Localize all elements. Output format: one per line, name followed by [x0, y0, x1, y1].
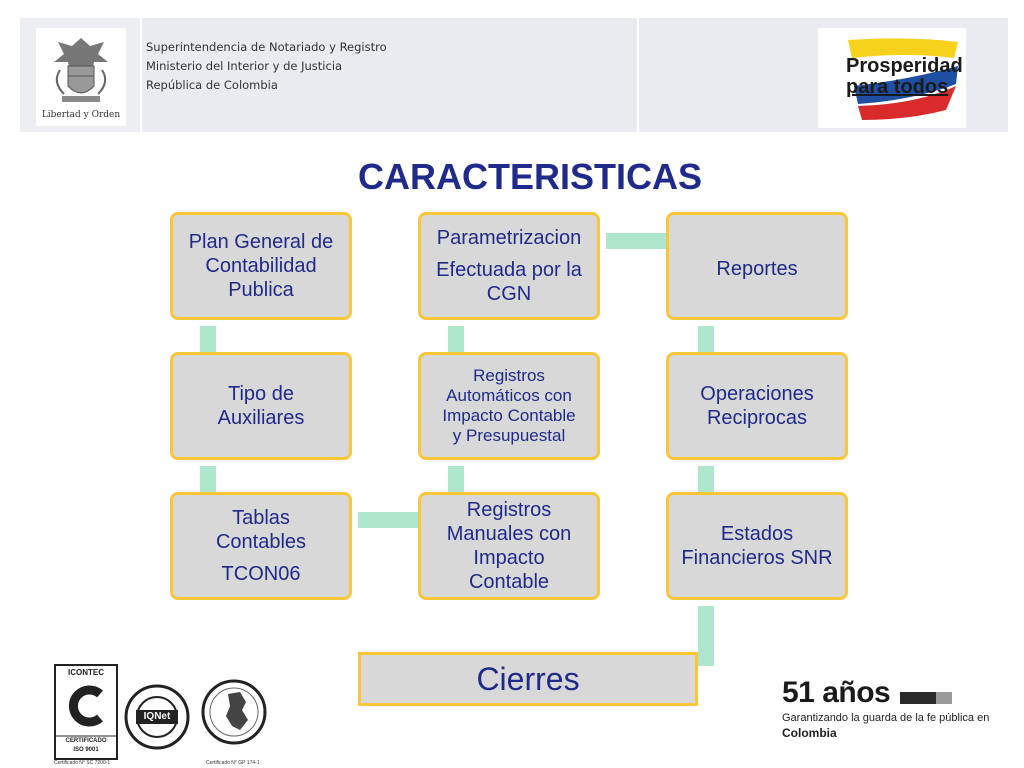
- node-operaciones-reciprocas: Operaciones Reciprocas: [666, 352, 848, 460]
- node-text: Contable: [468, 571, 550, 593]
- colombia-seal-logo: [200, 676, 268, 756]
- connector-line: [358, 512, 418, 528]
- node-reportes: Reportes: [666, 212, 848, 320]
- node-text: Estados: [720, 523, 794, 545]
- icontec-seal-icon: [54, 664, 118, 760]
- node-text: TCON06: [221, 563, 301, 585]
- anniversary-country: Colombia: [782, 726, 837, 740]
- header-divider: [140, 18, 142, 132]
- node-estados-financieros: Estados Financieros SNR: [666, 492, 848, 600]
- icontec-logo: ICONTEC CERTIFICADO ISO 9001: [54, 664, 118, 760]
- prosperidad-line: Prosperidad: [846, 55, 963, 77]
- org-line: Superintendencia de Notariado y Registro: [146, 40, 387, 54]
- org-line: República de Colombia: [146, 78, 278, 92]
- node-text: Impacto Contable: [442, 406, 576, 425]
- node-parametrizacion: Parametrizacion Efectuada por la CGN: [418, 212, 600, 320]
- node-text: CGN: [486, 283, 532, 305]
- node-cierres: Cierres: [358, 652, 698, 706]
- node-text: Registros: [473, 366, 545, 385]
- icontec-iso-text: ISO 9001: [73, 747, 99, 753]
- iqnet-text: IQNet: [143, 711, 171, 722]
- node-text: Auxiliares: [217, 407, 305, 429]
- connector-line: [200, 466, 216, 492]
- iqnet-logo: IQNet: [124, 684, 190, 750]
- node-text: Contables: [215, 531, 307, 553]
- flag-bar-icon: [900, 692, 952, 704]
- connector-line: [698, 606, 714, 666]
- connector-line: [448, 326, 464, 352]
- node-tipo-auxiliares: Tipo de Auxiliares: [170, 352, 352, 460]
- anniversary-number: 51 años: [782, 676, 891, 709]
- colombia-map-seal-icon: [201, 679, 267, 745]
- coat-of-arms-icon: [54, 38, 108, 102]
- cert-number-1: Certificado N° SC 7200-1: [54, 760, 111, 766]
- connector-line: [698, 326, 714, 352]
- iqnet-seal-icon: [124, 684, 190, 750]
- node-text: Reciprocas: [706, 407, 808, 429]
- node-text: Reportes: [716, 258, 798, 280]
- prosperidad-text: Prosperidad para todos: [846, 56, 963, 98]
- node-text: Tipo de: [228, 383, 294, 405]
- node-text: y Presupuestal: [452, 426, 566, 445]
- prosperidad-logo: Prosperidad para todos: [818, 28, 966, 128]
- node-registros-automaticos: Registros Automáticos con Impacto Contab…: [418, 352, 600, 460]
- header-divider: [637, 18, 639, 132]
- shield-caption: Libertad y Orden: [41, 110, 121, 120]
- node-text: Manuales con: [446, 523, 572, 545]
- node-text: Operaciones: [700, 383, 814, 405]
- node-text: Efectuada por la: [436, 259, 582, 281]
- node-text: Impacto: [473, 547, 545, 569]
- node-text: Financieros SNR: [681, 547, 833, 569]
- slide-title: CARACTERISTICAS: [357, 156, 702, 197]
- node-text: Contabilidad: [205, 255, 317, 277]
- node-text: Publica: [228, 279, 294, 301]
- coat-of-arms-logo: Libertad y Orden: [36, 28, 126, 126]
- node-registros-manuales: Registros Manuales con Impacto Contable: [418, 492, 600, 600]
- anniversary-slogan: Garantizando la guarda de la fe pública …: [782, 712, 990, 724]
- connector-line: [200, 326, 216, 352]
- connector-line: [698, 466, 714, 492]
- icontec-cert-text: CERTIFICADO: [65, 738, 107, 744]
- prosperidad-line: para todos: [846, 76, 949, 98]
- anniversary-logo: 51 años Garantizando la guarda de la fe …: [782, 676, 989, 740]
- node-text: Registros: [466, 499, 552, 521]
- cert-number-2: Certificado N° GP 174-1: [206, 760, 260, 766]
- header-banner: Libertad y Orden Superintendencia de Not…: [20, 18, 1008, 132]
- node-text: Plan General de: [188, 231, 334, 253]
- organization-name: Superintendencia de Notariado y Registro…: [146, 38, 387, 95]
- icontec-top-text: ICONTEC: [68, 668, 104, 677]
- node-text: Parametrizacion: [436, 227, 582, 249]
- prosperidad-swoosh-icon: [848, 38, 958, 120]
- org-line: Ministerio del Interior y de Justicia: [146, 59, 343, 73]
- node-text: Tablas: [232, 507, 290, 529]
- node-plan-general: Plan General de Contabilidad Publica: [170, 212, 352, 320]
- connector-line: [606, 233, 666, 249]
- node-text: Automáticos con: [446, 386, 572, 405]
- node-tablas-contables: Tablas Contables TCON06: [170, 492, 352, 600]
- connector-line: [448, 466, 464, 492]
